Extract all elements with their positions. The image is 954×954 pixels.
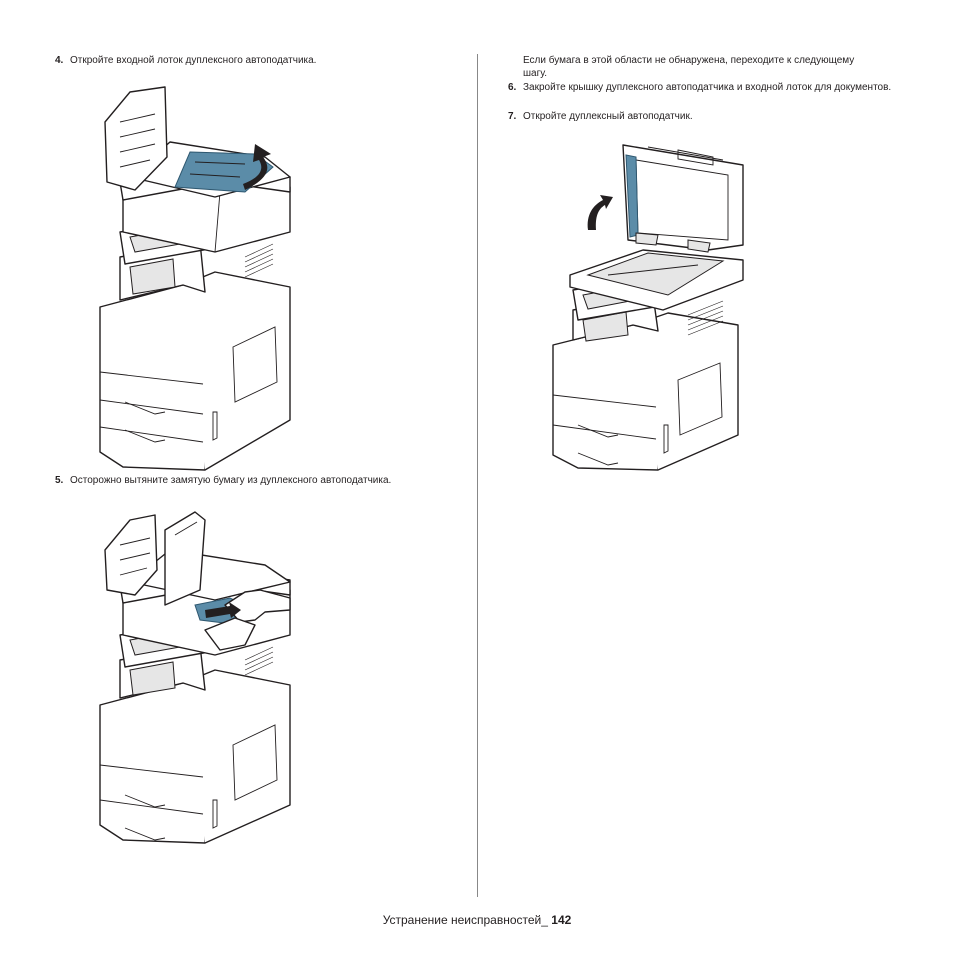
step-text: Откройте дуплексный автоподатчик. <box>523 111 693 122</box>
page-number: 142 <box>551 913 572 927</box>
step-5: 5. Осторожно вытяните замятую бумагу из … <box>55 475 395 488</box>
step-number: 6. <box>508 82 517 93</box>
arrow-icon <box>205 602 241 618</box>
printer-illustration-remove-jam <box>99 511 291 844</box>
step-6: 6. Закройте крышку дуплексного автоподат… <box>508 82 898 95</box>
step-text: Осторожно вытяните замятую бумагу из дуп… <box>70 475 392 486</box>
step-number: 4. <box>55 55 64 66</box>
printer-illustration-open-adf <box>552 144 744 471</box>
column-divider <box>477 54 478 897</box>
printer-illustration-open-input-tray <box>99 86 291 471</box>
continuation-paragraph: Если бумага в этой области не обнаружена… <box>523 55 855 79</box>
step-number: 5. <box>55 475 64 486</box>
step-4: 4. Откройте входной лоток дуплексного ав… <box>55 55 455 68</box>
step-text: Закройте крышку дуплексного автоподатчик… <box>523 82 892 93</box>
step-number: 7. <box>508 111 517 122</box>
step-7: 7. Откройте дуплексный автоподатчик. <box>508 111 898 124</box>
arrow-icon <box>587 195 613 230</box>
footer-section-title: Устранение неисправностей_ <box>382 913 548 927</box>
arrow-icon <box>243 144 271 190</box>
step-text: Откройте входной лоток дуплексного автоп… <box>70 55 317 66</box>
page-footer: Устранение неисправностей_ 142 <box>0 913 954 927</box>
